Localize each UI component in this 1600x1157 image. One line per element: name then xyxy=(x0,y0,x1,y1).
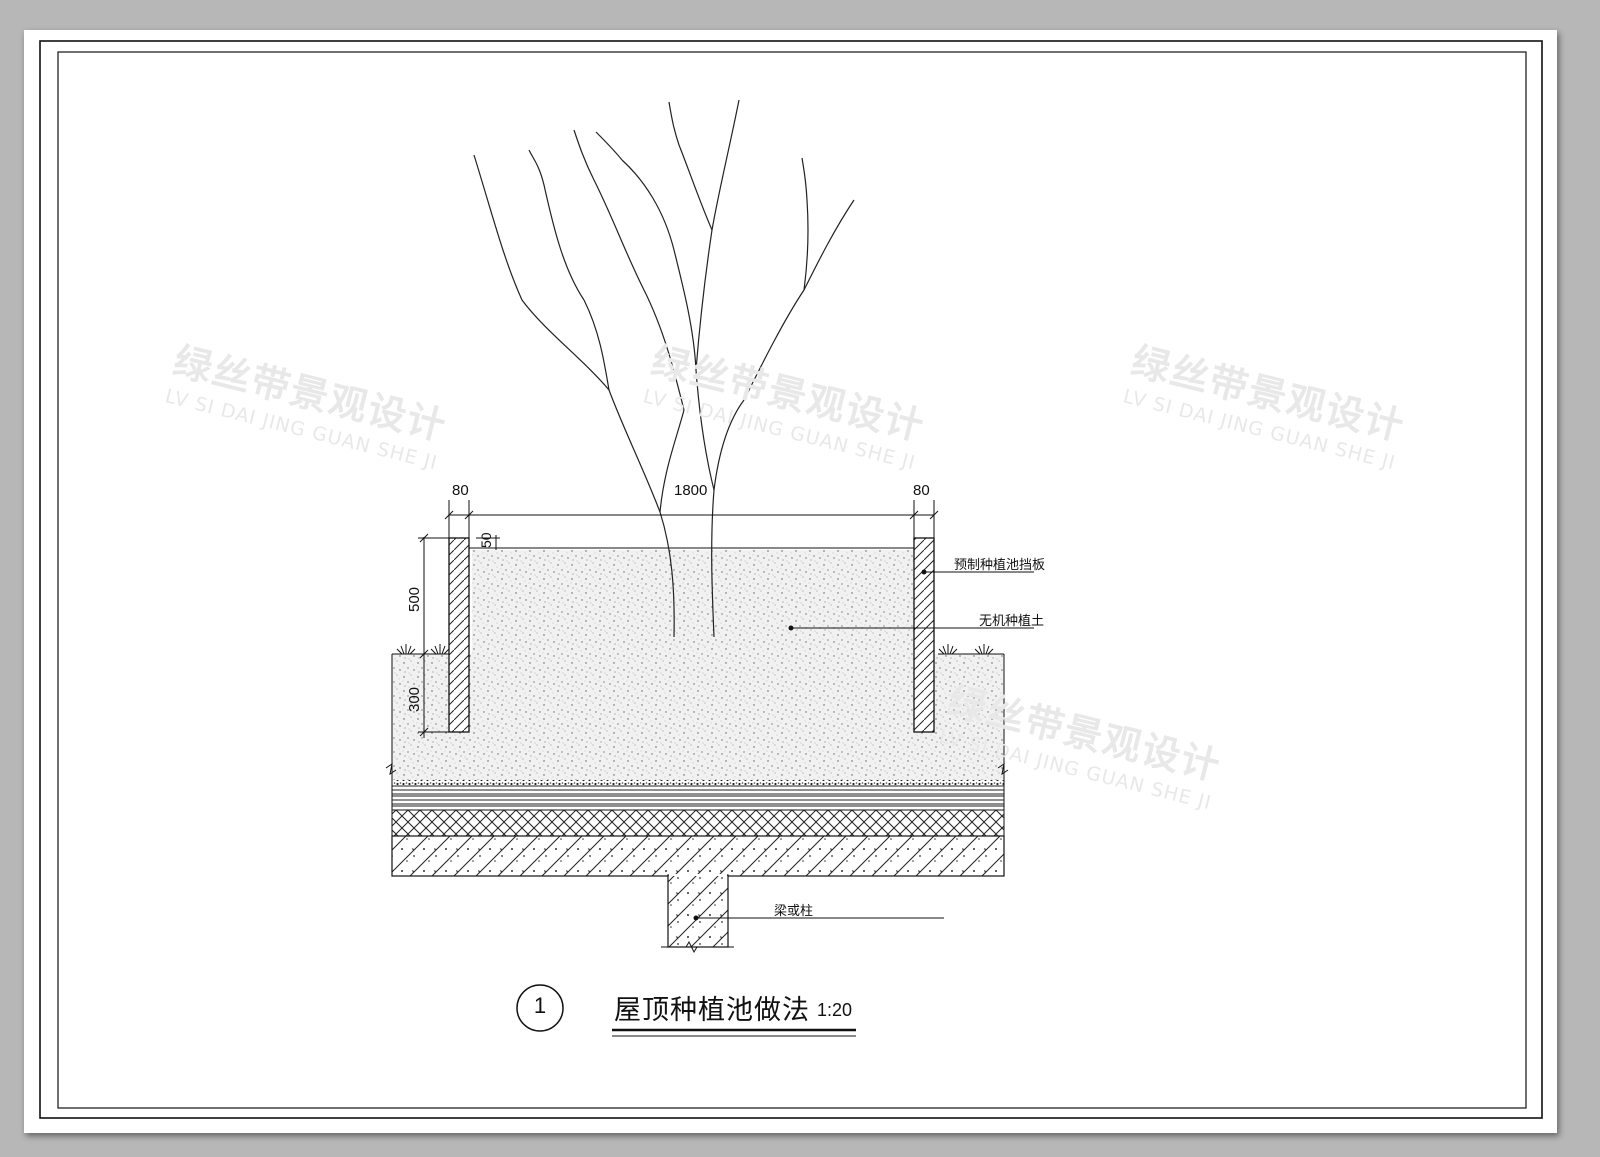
filter-layer xyxy=(392,780,1004,785)
dim-above-ground-500: 500 xyxy=(406,586,423,612)
beam-column xyxy=(667,874,729,948)
dim-left-80: 80 xyxy=(452,482,469,499)
section-drawing xyxy=(39,40,1543,1119)
leader-lines xyxy=(693,569,1034,921)
right-board xyxy=(913,537,935,733)
label-inorganic-soil: 无机种植土 xyxy=(979,614,1045,629)
insulation-layer xyxy=(391,809,1005,837)
title-circle xyxy=(516,984,564,1032)
title-number: 1 xyxy=(533,993,547,1018)
label-precast-board: 预制种植池挡板 xyxy=(954,558,1046,573)
left-board xyxy=(448,537,470,733)
drawing-title: 屋顶种植池做法 xyxy=(614,995,810,1026)
dim-top-gap-50: 50 xyxy=(478,532,494,548)
drainage-layers xyxy=(392,785,1004,811)
dim-right-80: 80 xyxy=(913,482,930,499)
dim-below-ground-300: 300 xyxy=(406,686,423,712)
outer-frame xyxy=(39,40,1543,1119)
drawing-sheet: 绿丝带景观设计 LV SI DAI JING GUAN SHE JI 绿丝带景观… xyxy=(24,30,1557,1133)
inner-frame xyxy=(57,51,1527,1109)
dimension-lines xyxy=(418,500,939,738)
grass-tufts xyxy=(396,644,994,655)
dim-span-1800: 1800 xyxy=(674,482,708,499)
drawing-scale: 1:20 xyxy=(817,1000,853,1020)
label-beam-or-column: 梁或柱 xyxy=(774,904,814,919)
roof-slab xyxy=(391,835,1005,877)
tree xyxy=(473,99,855,638)
ground-soil xyxy=(392,654,1004,782)
